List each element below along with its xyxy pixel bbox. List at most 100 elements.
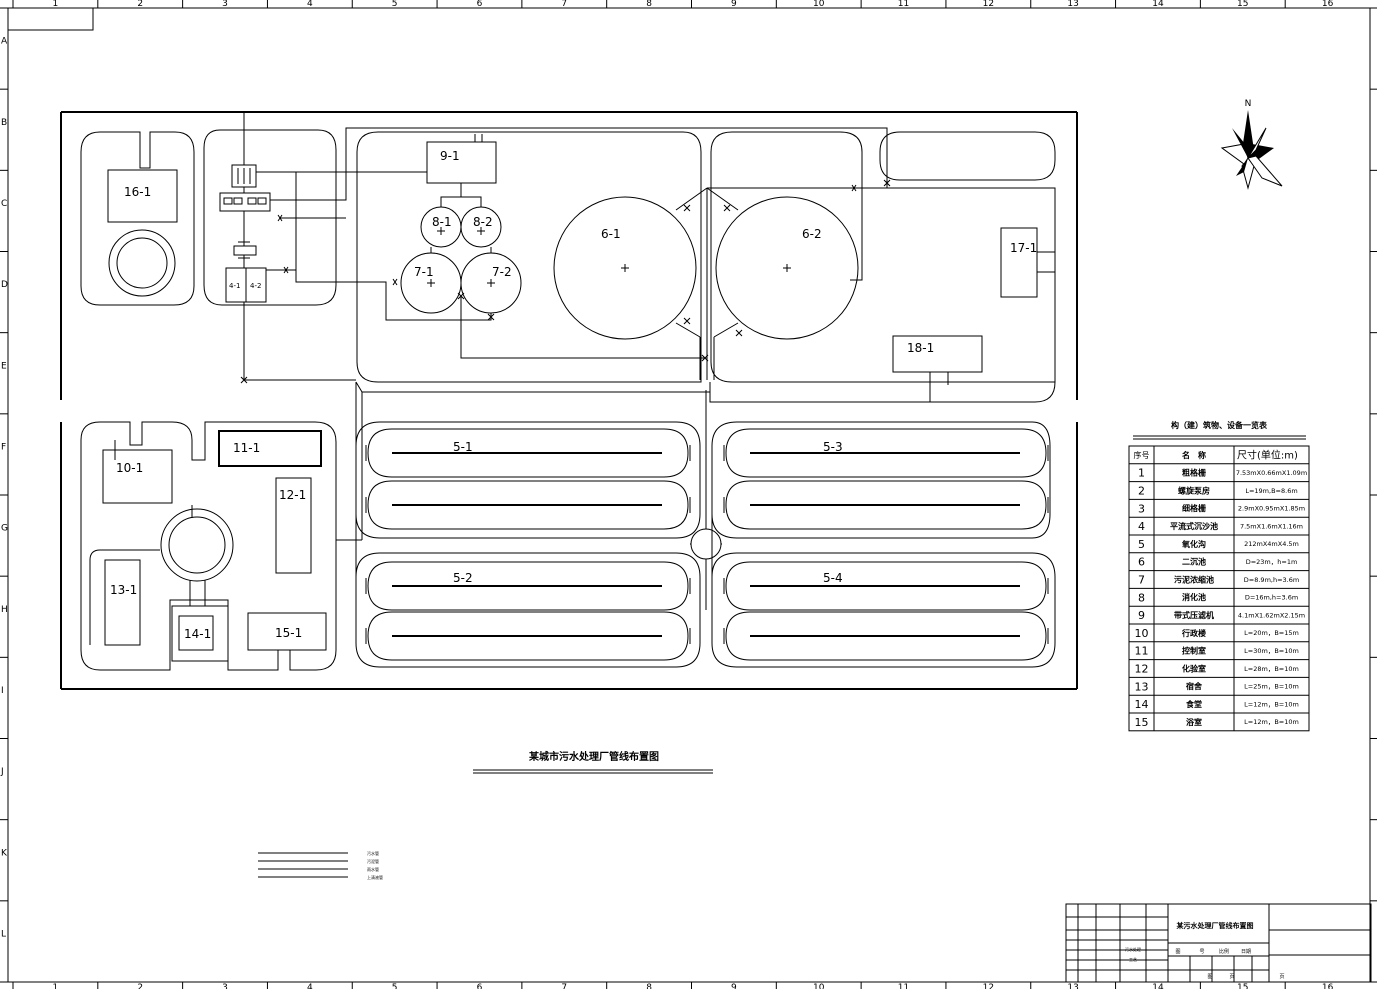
- grid-bottom-number: 1: [53, 983, 59, 989]
- label-11-1: 11-1: [233, 441, 260, 455]
- unit-15-1: [247, 612, 327, 651]
- north-arrow-icon: N: [1220, 99, 1283, 190]
- grid-bottom-number: 7: [561, 983, 567, 989]
- label-9-1: 9-1: [440, 149, 460, 163]
- tb-row2-1: 图: [1207, 974, 1212, 980]
- tb-page: 页: [1279, 974, 1284, 980]
- clarifier-6-2: [715, 196, 859, 340]
- title-block-project: 某污水处理厂管线布置图: [1176, 921, 1254, 930]
- table-cell: 6: [1138, 556, 1145, 569]
- table-cell: 消化池: [1182, 592, 1206, 602]
- table-cell: 二沉池: [1182, 557, 1206, 567]
- compass-label: N: [1245, 99, 1252, 109]
- grid-left-letter: E: [1, 361, 7, 371]
- grid-top-number: 3: [222, 0, 228, 9]
- label-17-1: 17-1: [1010, 241, 1037, 255]
- unit-17-1: [1000, 227, 1038, 298]
- table-cell: 控制室: [1182, 646, 1206, 656]
- grid-bottom-number: 16: [1322, 983, 1334, 989]
- label-4-2: 4-2: [250, 282, 261, 290]
- unit-16-1: [107, 169, 178, 223]
- table-cell: 2.9mX0.95mX1.85m: [1238, 505, 1305, 513]
- table-cell: L=12m，B=10m: [1244, 700, 1299, 708]
- label-5-3: 5-3: [823, 440, 843, 454]
- table-cell: L=30m，B=10m: [1244, 647, 1299, 655]
- unit-9-1: [426, 141, 497, 184]
- grid-left-letter: L: [1, 929, 6, 939]
- grid-left-letter: F: [1, 442, 6, 452]
- table-cell: 7.5mX1.6mX1.16m: [1240, 522, 1303, 530]
- unit-12-1: [275, 477, 312, 574]
- table-header-cell: 名 称: [1182, 450, 1206, 460]
- table-cell: 氧化沟: [1181, 539, 1206, 549]
- fine-screen: [233, 245, 257, 256]
- site-boundary: [60, 111, 1078, 690]
- table-cell: 212mX4mX4.5m: [1244, 540, 1299, 548]
- title-block-mini-1: 污水处理: [1125, 946, 1141, 952]
- table-cell: 平流式沉沙池: [1170, 521, 1218, 531]
- oxidation-ditches: [365, 428, 1049, 661]
- table-cell: 3: [1138, 502, 1145, 515]
- label-6-2: 6-2: [802, 227, 822, 241]
- table-cell: L=28m，B=10m: [1244, 665, 1299, 673]
- table-cell: 11: [1135, 645, 1149, 658]
- grid-bottom-number: 12: [983, 983, 994, 989]
- table-cell: L=19m,B=8.6m: [1245, 487, 1297, 495]
- unit-10-1: [102, 449, 173, 504]
- label-7-2: 7-2: [492, 265, 512, 279]
- title-block-mini-2: 工艺: [1129, 957, 1137, 962]
- grid-top-number: 7: [561, 0, 567, 9]
- grid-top-number: 6: [477, 0, 483, 9]
- grid-left-letter: H: [1, 605, 8, 615]
- table-cell: 粗格栅: [1182, 468, 1206, 478]
- grid-top-number: 1: [53, 0, 59, 9]
- table-cell: 8: [1138, 591, 1145, 604]
- table-cell: D=16m,h=3.6m: [1245, 594, 1298, 602]
- label-8-2: 8-2: [473, 215, 493, 229]
- unit-16-tank-outer: [108, 229, 176, 297]
- grid-left-letter: I: [1, 686, 4, 696]
- grid-top-number: 8: [646, 0, 652, 9]
- grid-left-letter: G: [1, 524, 8, 534]
- grid-left-letter: D: [1, 280, 8, 290]
- table-cell: L=25m，B=10m: [1244, 683, 1299, 691]
- tb-row1-1: 图: [1175, 949, 1180, 955]
- table-cell: 细格栅: [1182, 503, 1206, 513]
- table-header-cell: 序号: [1134, 450, 1150, 460]
- grid-top-number: 5: [392, 0, 398, 9]
- table-cell: 7: [1138, 573, 1145, 586]
- table-title: 构（建）筑物、设备一览表: [1171, 420, 1268, 430]
- grid-bottom-number: 15: [1237, 983, 1248, 989]
- label-6-1: 6-1: [601, 227, 621, 241]
- table-cell: 14: [1135, 698, 1149, 711]
- label-5-1: 5-1: [453, 440, 473, 454]
- unit-16-tank-inner: [116, 237, 168, 289]
- table-cell: 4.1mX1.62mX2.15m: [1238, 611, 1305, 619]
- grid-bottom-number: 8: [646, 983, 652, 989]
- table-cell: L=20m，B=15m: [1244, 629, 1299, 637]
- corner-stamp-box: [7, 7, 94, 31]
- label-15-1: 15-1: [275, 626, 302, 640]
- grid-top-number: 11: [898, 0, 909, 9]
- grid-bottom-number: 3: [222, 983, 228, 989]
- roads: [80, 129, 1056, 671]
- structures-table: 构（建）筑物、设备一览表 序号 名 称 尺寸(单位:m) 1 粗格栅 7.53mX0.66…: [1128, 420, 1310, 732]
- table-cell: 4: [1138, 520, 1145, 533]
- table-cell: 宿舍: [1186, 681, 1203, 691]
- legend-item-1: 污水管: [367, 850, 379, 856]
- grid-bottom-number: 11: [898, 983, 909, 989]
- unit-18-1: [892, 335, 983, 373]
- grid-bottom-number: 9: [731, 983, 737, 989]
- tb-row1-3: 比例: [1219, 948, 1229, 955]
- table-header-cell: 尺寸(单位:m): [1237, 449, 1298, 462]
- table-cell: 污泥浓缩池: [1174, 574, 1214, 584]
- table-cell: 7.53mX0.66mX1.09m: [1236, 469, 1307, 477]
- grid-bottom-number: 5: [392, 983, 398, 989]
- legend: 污水管 污泥管 雨水管 上清液管: [258, 850, 383, 880]
- grid-top-number: 13: [1067, 0, 1078, 9]
- table-cell: 1: [1138, 467, 1145, 480]
- grid-left-letter: C: [1, 199, 7, 209]
